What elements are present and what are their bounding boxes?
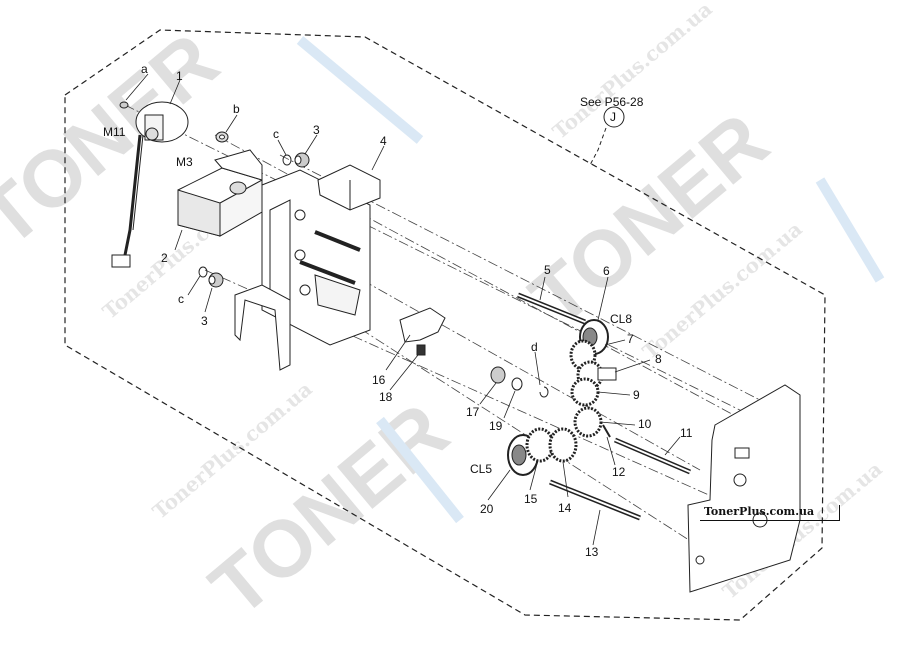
bushing-17	[490, 366, 506, 384]
watermark-site: TonerPlus.com.ua	[548, 0, 717, 144]
gear-9	[570, 377, 600, 407]
shaft-13	[549, 479, 641, 521]
label-11: 11	[680, 426, 693, 440]
label-3-upper: 3	[313, 123, 320, 137]
spring-18	[416, 344, 426, 356]
label-19: 19	[489, 419, 503, 433]
motor-m11	[111, 101, 189, 268]
bushing-3-lower	[208, 272, 224, 288]
bushing-b	[215, 131, 229, 143]
e-ring-d	[539, 386, 549, 398]
gear-10	[573, 406, 603, 438]
label-d: d	[531, 340, 538, 354]
lower-bracket	[234, 284, 291, 371]
label-2: 2	[161, 251, 168, 265]
label-13: 13	[585, 545, 599, 559]
label-12: 12	[612, 465, 626, 479]
label-c-upper: c	[273, 127, 279, 141]
c-ring-lower	[198, 266, 208, 278]
label-1: 1	[176, 69, 183, 83]
label-17: 17	[466, 405, 480, 419]
label-20: 20	[480, 502, 494, 516]
label-6: 6	[603, 264, 610, 278]
label-10: 10	[638, 417, 652, 431]
label-b: b	[233, 102, 240, 116]
shaft-11	[614, 437, 691, 475]
screw-a	[119, 101, 129, 109]
reference-leader	[589, 127, 607, 166]
label-3-lower: 3	[201, 314, 208, 328]
label-cl5: CL5	[470, 462, 492, 476]
label-7: 7	[627, 332, 634, 346]
label-18: 18	[379, 390, 393, 404]
leader-lines	[125, 73, 681, 546]
label-cl8: CL8	[610, 312, 632, 326]
assembly-boundary	[64, 29, 826, 621]
gear-14	[548, 427, 578, 463]
pin-12	[602, 424, 611, 438]
washer-19	[511, 377, 523, 391]
gear-15	[525, 427, 555, 463]
side-plate	[687, 384, 801, 593]
motor-m3	[177, 149, 263, 237]
label-15: 15	[524, 492, 538, 506]
site-credit: TonerPlus.com.ua	[700, 505, 840, 521]
label-14: 14	[558, 501, 572, 515]
c-ring-upper	[282, 154, 292, 166]
label-9: 9	[633, 388, 640, 402]
bracket-4	[317, 164, 381, 211]
bushing-3-upper	[294, 152, 310, 168]
shaft-inner	[299, 230, 361, 285]
label-m11: M11	[103, 125, 126, 139]
label-a: a	[141, 62, 148, 76]
reference-letter: J	[610, 110, 616, 124]
label-16: 16	[372, 373, 386, 387]
actuator-16	[399, 307, 446, 343]
label-8: 8	[655, 352, 662, 366]
reference-text: See P56-28	[580, 95, 644, 109]
label-m3: M3	[176, 155, 193, 169]
shaft-5	[517, 292, 586, 325]
label-4: 4	[380, 134, 387, 148]
watermark-toner: TONER	[194, 386, 465, 633]
reference-circle	[603, 106, 625, 128]
label-c-lower: c	[178, 292, 184, 306]
label-5: 5	[544, 263, 551, 277]
